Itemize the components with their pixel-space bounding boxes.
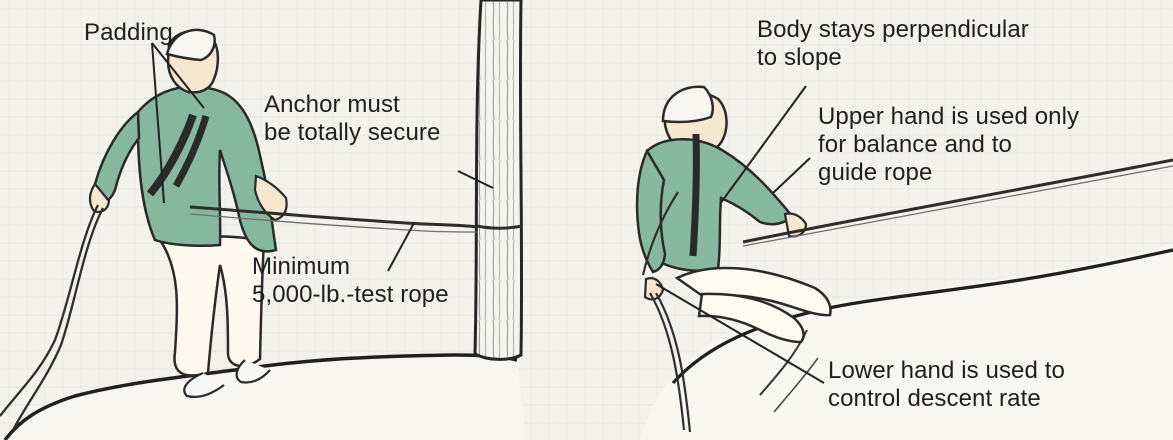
tree-trunk	[473, 0, 524, 361]
left-ground	[5, 355, 526, 440]
lower-hand-leader	[655, 283, 825, 384]
anchor-label: Anchor must be totally secure	[264, 91, 440, 147]
right-ground-shadow-2	[773, 357, 819, 413]
upper-hand-label-line-3: guide rope	[818, 159, 933, 186]
body-label: Body stays perpendicular to slope	[757, 16, 1029, 72]
upper-hand-leader	[772, 157, 811, 194]
padding-leader-1	[151, 42, 165, 204]
upper-hand-label-line-1: Upper hand is used only	[818, 103, 1080, 130]
body-label-line-1: Body stays perpendicular	[757, 16, 1029, 43]
right-ground-edge	[671, 248, 1173, 385]
minimum-rope-label-line-1: Minimum	[252, 253, 351, 280]
rope-wrap-on-tree	[476, 224, 523, 230]
padding-label-text: Padding	[84, 19, 173, 46]
body-leader	[719, 85, 807, 205]
right-ground	[640, 244, 1173, 440]
anchor-leader	[457, 170, 494, 189]
right-figure	[635, 85, 1173, 433]
body-label-line-2: to slope	[757, 44, 842, 71]
upper-hand-label-line-2: for balance and to	[818, 131, 1012, 158]
padding-label: Padding	[84, 19, 173, 47]
lower-hand-label-line-2: control descent rate	[828, 385, 1041, 412]
lower-hand-label: Lower hand is used to control descent ra…	[828, 357, 1065, 413]
padding-leader-2	[151, 42, 205, 109]
anchor-label-line-1: Anchor must	[264, 91, 400, 118]
minimum-rope-label-line-2: 5,000-lb.-test rope	[252, 281, 449, 308]
minimum-rope-label: Minimum 5,000-lb.-test rope	[252, 253, 449, 309]
lower-hand-label-line-1: Lower hand is used to	[828, 357, 1065, 384]
rope-leader	[387, 222, 415, 272]
anchor-label-line-2: be totally secure	[264, 119, 441, 146]
upper-hand-label: Upper hand is used only for balance and …	[818, 103, 1079, 187]
